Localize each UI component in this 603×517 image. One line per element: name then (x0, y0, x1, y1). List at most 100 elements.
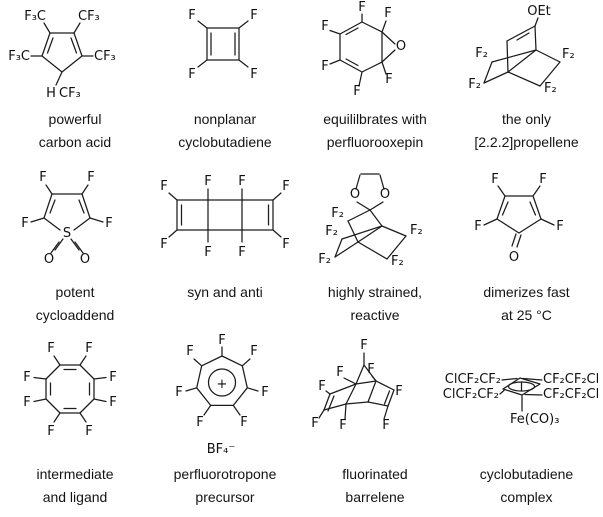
caption-line: precursor (195, 489, 255, 505)
caption-line: reactive (350, 307, 400, 323)
dioxolane-cage-skeleton (334, 173, 407, 260)
atom-label: O (380, 187, 390, 202)
atom-label: F₂ (562, 47, 575, 62)
atom-label: F₂ (325, 224, 338, 239)
caption: syn and anti (150, 281, 300, 304)
atom-label: F (491, 172, 498, 187)
atom-label: F (539, 172, 546, 187)
atom-label: F (250, 8, 257, 23)
atom-label: F₂ (475, 46, 488, 61)
atom-label: CF₃ (94, 49, 116, 64)
caption-line: cycloaddend (35, 307, 115, 323)
atom-label: F (321, 19, 328, 34)
atom-label: F (218, 333, 225, 348)
atom-label: F (109, 395, 116, 410)
atom-label: ClCF₂CF₂ (443, 387, 499, 402)
caption-line: cyclobutadiene (479, 466, 574, 482)
cyclobutadiene-skeleton (197, 20, 249, 68)
atom-label: F (382, 418, 389, 433)
atom-label: F (282, 179, 289, 194)
atom-label: F (47, 424, 54, 439)
atom-label: F (474, 219, 481, 234)
atom-label: F (384, 6, 391, 21)
atom-label: F (238, 245, 245, 260)
caption-line: cyclobutadiene (178, 134, 272, 150)
atom-label: H (46, 86, 56, 101)
atom-label: F (204, 174, 211, 189)
caption-line: at 25 °C (501, 307, 552, 323)
atom-label: F₃C (24, 9, 46, 24)
caption-line: perfluorotropone (173, 466, 277, 482)
atom-label: F₂ (391, 254, 404, 269)
tropylium-skeleton (185, 346, 259, 416)
atom-label: F₂ (544, 81, 557, 96)
caption: nonplanar cyclobutadiene (150, 108, 300, 154)
atom-label: F (318, 379, 325, 394)
benzene-oxide-skeleton (329, 13, 396, 87)
atom-label: F (186, 344, 193, 359)
atom-label: F (385, 72, 392, 87)
atom-label: F (23, 370, 30, 385)
atom-label: F (85, 424, 92, 439)
atom-label: + (217, 377, 228, 392)
caption-line: equililbrates with (323, 111, 427, 127)
atom-label: F (196, 415, 203, 430)
caption-line: complex (500, 489, 553, 505)
atom-label: O (80, 252, 90, 267)
cyclooctatetraene-skeleton (33, 355, 107, 423)
atom-label: F (250, 344, 257, 359)
propellene-skeleton (483, 17, 561, 87)
caption-line: the only (501, 111, 552, 127)
atom-label: F (85, 341, 92, 356)
caption: highly strained, reactive (300, 281, 450, 327)
atom-label: F (336, 365, 343, 380)
atom-label: F (360, 338, 367, 353)
caption-line: highly strained, (327, 284, 423, 300)
caption-line: carbon acid (38, 134, 112, 150)
atom-label: F (238, 174, 245, 189)
structure-ladderane-dimer: F F F F F F F F (160, 174, 289, 260)
caption-line: intermediate (36, 466, 114, 482)
atom-label: F (204, 245, 211, 260)
caption-line: potent (55, 284, 95, 300)
caption-line: and ligand (42, 489, 108, 505)
caption-line: syn and anti (187, 284, 263, 300)
caption: the only [2.2.2]propellene (450, 108, 603, 154)
atom-label: F₂ (331, 206, 344, 221)
atom-label: F (160, 237, 167, 252)
atom-label: F (160, 179, 167, 194)
caption-line: barrelene (345, 489, 405, 505)
atom-label: F (21, 216, 28, 231)
caption-line: nonplanar (193, 111, 257, 127)
atom-label: F (261, 385, 268, 400)
atom-label: F (339, 418, 346, 433)
ladderane-skeleton (168, 188, 282, 243)
atom-label: CF₃ (78, 9, 100, 24)
atom-label: F (282, 237, 289, 252)
caption: dimerizes fast at 25 °C (450, 281, 603, 327)
atom-label: F (250, 67, 257, 82)
caption: potent cycloaddend (0, 281, 150, 327)
atom-label: F (395, 384, 402, 399)
cell-ladderane-dimer: F F F F F F F F syn and anti (150, 160, 300, 332)
caption: equililbrates with perfluorooxepin (300, 108, 450, 154)
atom-label: F (105, 216, 112, 231)
atom-label: CF₂CF₂Cl (543, 372, 599, 387)
